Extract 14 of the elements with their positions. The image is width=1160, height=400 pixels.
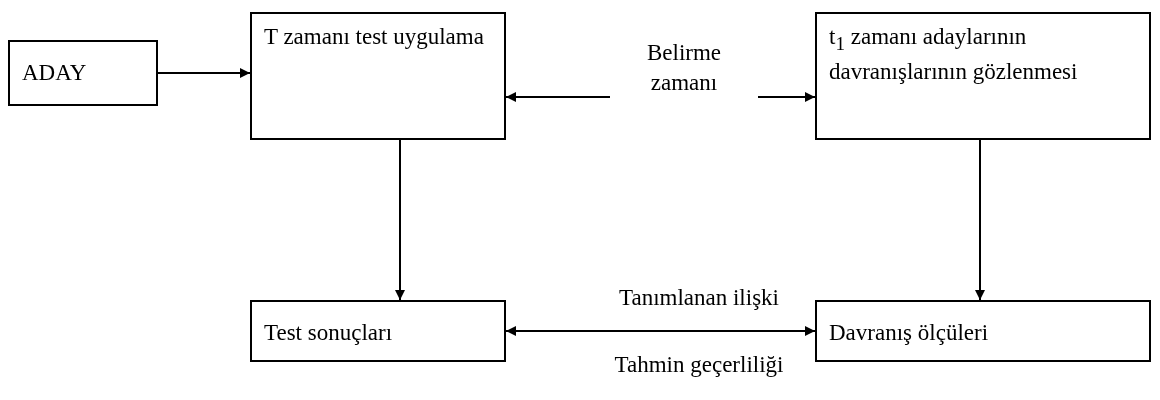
box-text: Test sonuçları	[264, 319, 394, 347]
box-text: ADAY	[22, 59, 88, 87]
process-box	[250, 300, 506, 362]
box-text: t$_{1}$ zamanı adaylarının davranışlarının gözlenmesi	[829, 23, 1079, 86]
box-text: T zamanı test uygulama	[264, 23, 485, 51]
process-box	[250, 12, 506, 140]
arrow	[975, 139, 985, 301]
arrow	[395, 139, 405, 301]
process-box	[815, 300, 1151, 362]
process-box	[8, 40, 158, 106]
process-box	[815, 12, 1151, 140]
box-text: Davranış ölçüleri	[829, 319, 990, 347]
arrow	[505, 326, 816, 336]
arrow	[157, 68, 251, 78]
